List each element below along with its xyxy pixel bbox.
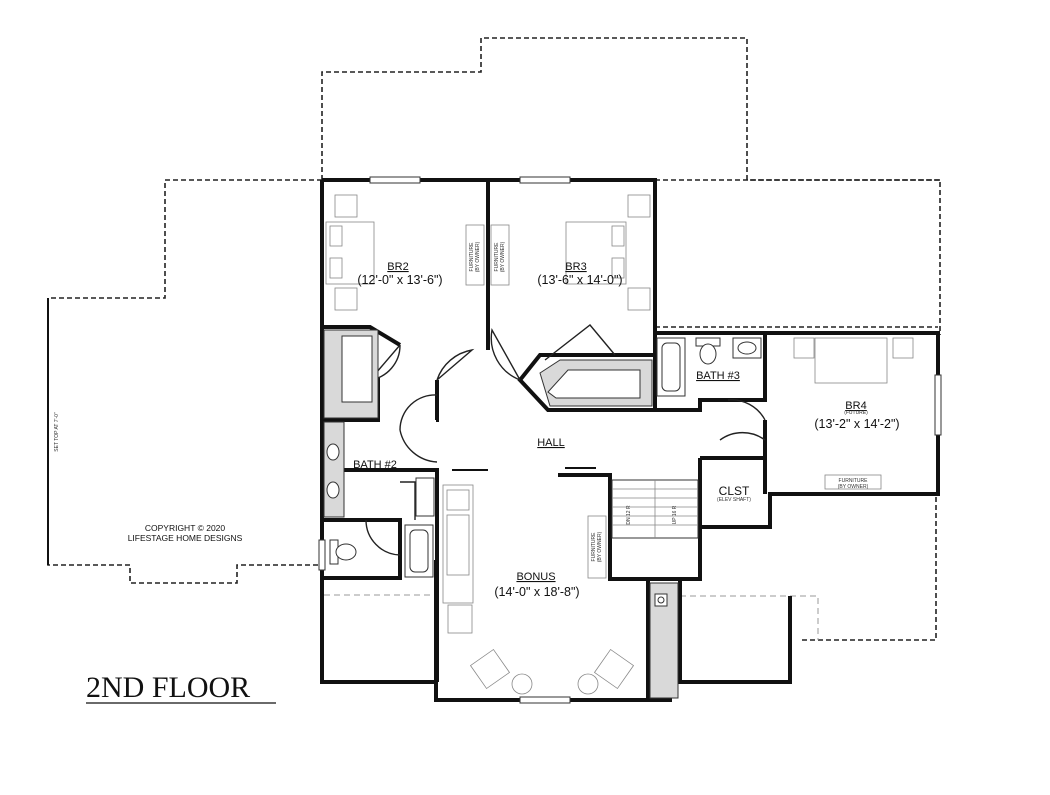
clst-note: (ELEV SHAFT) bbox=[717, 497, 751, 503]
stair-up-label: UP 16 R bbox=[672, 505, 678, 524]
br3-dims: (13'-6" x 14'-0") bbox=[537, 273, 622, 287]
br2-dims: (12'-0" x 13'-6") bbox=[357, 273, 442, 287]
hall-label: HALL bbox=[537, 437, 565, 449]
br3-furniture-label: FURNITURE bbox=[494, 242, 500, 272]
br4-furniture-label: FURNITURE bbox=[839, 478, 869, 484]
closet-rod-br2 bbox=[341, 335, 373, 403]
bonus-furniture: FURNITURE (BY OWNER) bbox=[442, 484, 668, 695]
br4-furniture-owner: (BY OWNER) bbox=[838, 484, 869, 490]
copyright-line2: LIFESTAGE HOME DESIGNS bbox=[128, 533, 243, 543]
exterior-walls bbox=[320, 178, 940, 702]
br3-label: BR3 bbox=[565, 261, 586, 273]
bonus-roof-line-right bbox=[680, 595, 819, 640]
br4-label: BR4 bbox=[845, 400, 866, 412]
bonus-furniture-label: FURNITURE bbox=[591, 532, 597, 562]
floor-title: 2ND FLOOR bbox=[86, 671, 250, 704]
roof-outline bbox=[47, 37, 941, 641]
br2-furniture-label: FURNITURE bbox=[469, 242, 475, 272]
windows bbox=[318, 176, 942, 704]
staircase: DN 12 R UP 16 R bbox=[611, 479, 699, 539]
bonus-furniture-owner: (BY OWNER) bbox=[597, 531, 603, 562]
clst-label: CLST bbox=[719, 484, 750, 498]
br2-furniture-owner: (BY OWNER) bbox=[475, 241, 481, 272]
br2-furniture: FURNITURE (BY OWNER) bbox=[325, 194, 485, 311]
bonus-dims: (14'-0" x 18'-8") bbox=[494, 585, 579, 599]
stair-down-label: DN 12 R bbox=[626, 505, 632, 525]
doors bbox=[365, 324, 766, 556]
br4-note: (FUTURE) bbox=[844, 410, 868, 416]
plate-height-note: SET TOP AT 7'-0" bbox=[54, 412, 60, 452]
bath2-fixtures bbox=[326, 443, 435, 578]
br2-label: BR2 bbox=[387, 261, 408, 273]
br3-furniture-owner: (BY OWNER) bbox=[500, 241, 506, 272]
bath2-label: BATH #2 bbox=[353, 459, 397, 471]
br3-furniture: FURNITURE (BY OWNER) bbox=[490, 194, 651, 311]
closet-rod-br3 bbox=[547, 369, 641, 399]
bonus-label: BONUS bbox=[516, 571, 555, 583]
linen-closet bbox=[323, 421, 345, 518]
bath3-label: BATH #3 bbox=[696, 370, 740, 382]
br4-furniture: FURNITURE (BY OWNER) bbox=[793, 337, 914, 490]
br4-dims: (13'-2" x 14'-2") bbox=[814, 417, 899, 431]
copyright-line1: COPYRIGHT © 2020 bbox=[145, 523, 226, 533]
bath3-fixtures bbox=[656, 337, 762, 397]
